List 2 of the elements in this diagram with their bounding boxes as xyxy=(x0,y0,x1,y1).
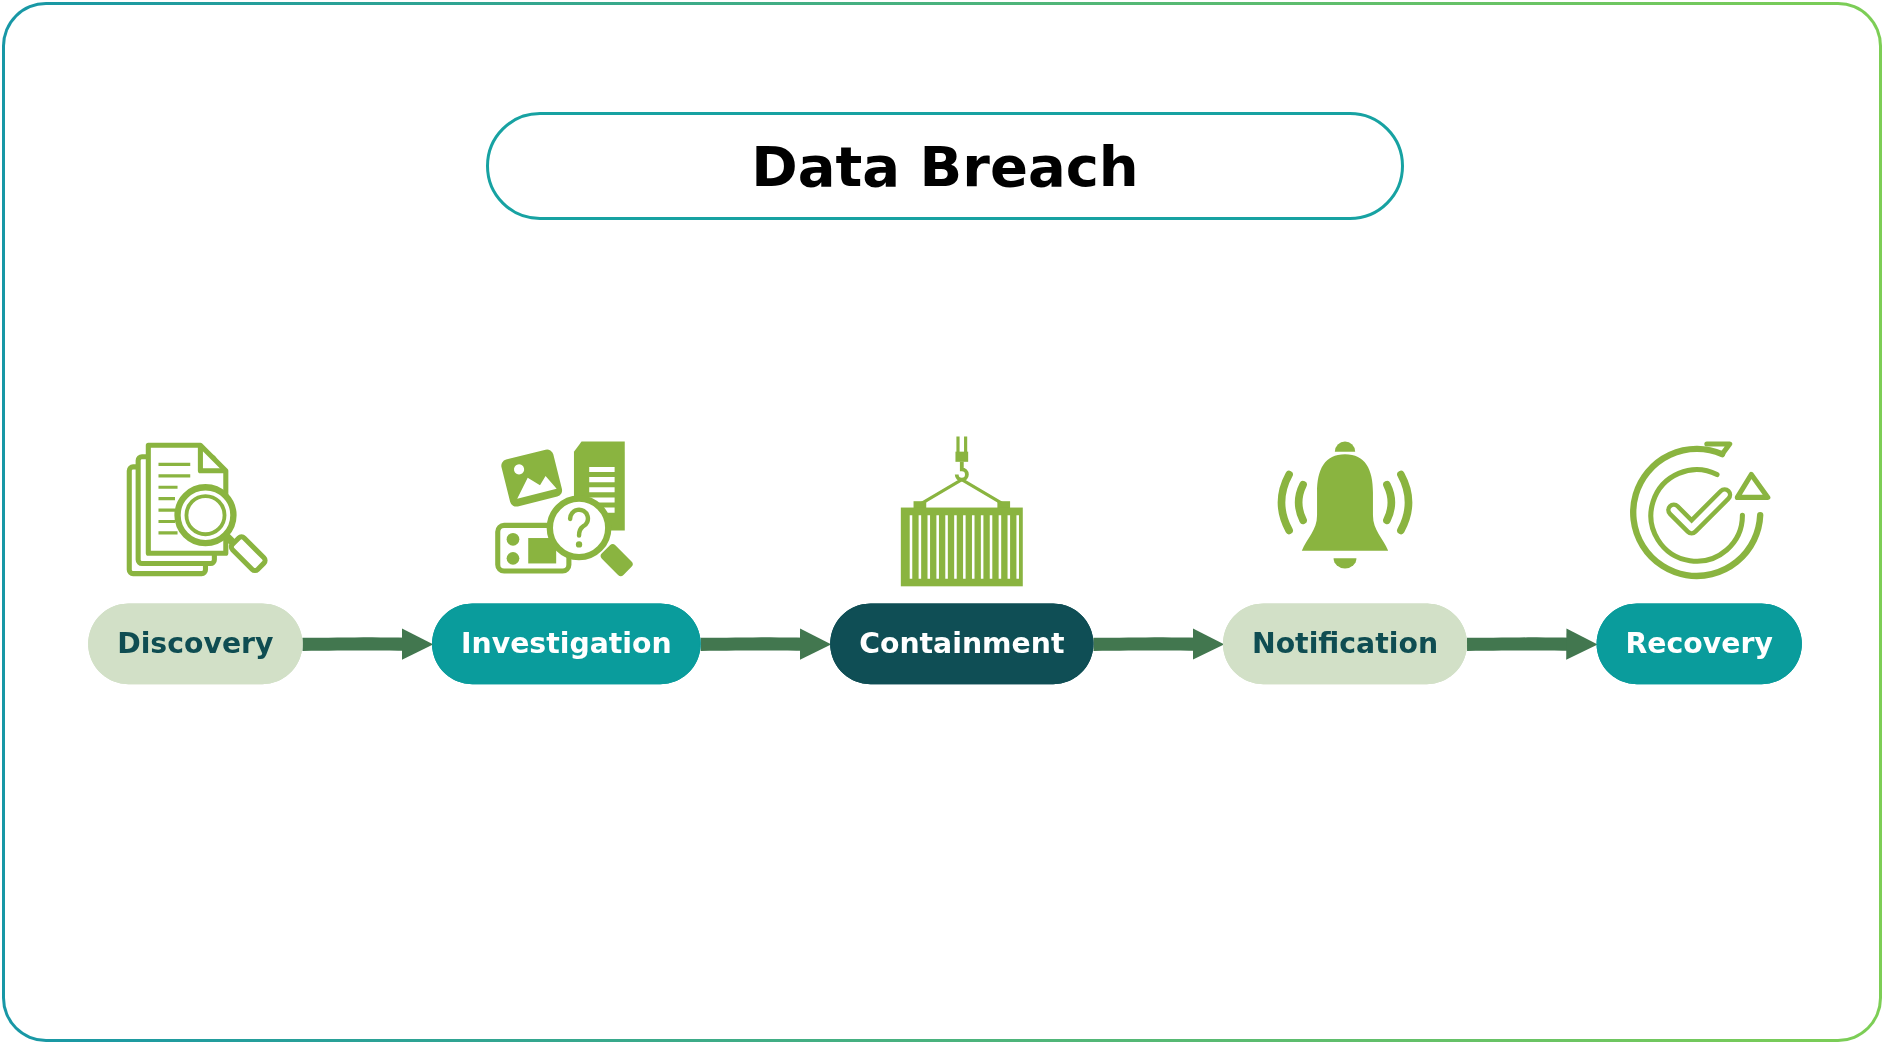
arrow xyxy=(1466,628,1598,660)
title: Data Breach xyxy=(486,112,1404,220)
